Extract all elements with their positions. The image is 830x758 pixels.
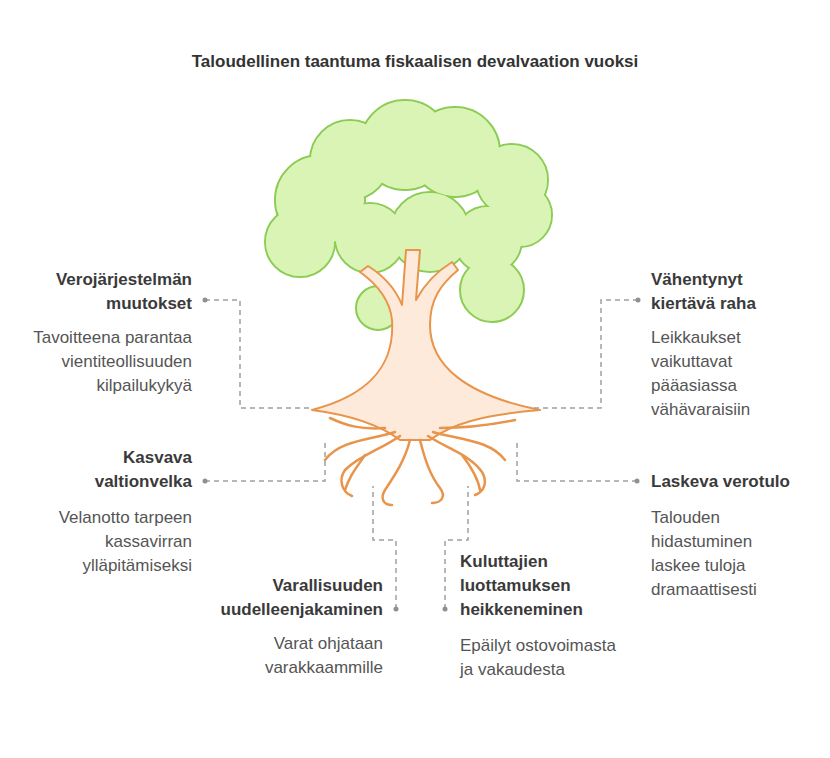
tree-trunk bbox=[312, 250, 540, 440]
callout-text: Leikkaukset vaikuttavat pääasiassa vähäv… bbox=[651, 326, 801, 422]
tree-roots bbox=[325, 418, 515, 505]
diagram-title: Taloudellinen taantuma fiskaalisen deval… bbox=[0, 50, 830, 74]
callout-text: Talouden hidastuminen laskee tuloja dram… bbox=[651, 506, 801, 602]
callout-heading: Kasvava valtionvelka bbox=[32, 446, 192, 494]
callout-heading: Vähentynyt kiertävä raha bbox=[651, 268, 801, 316]
callout-heading: Verojärjestelmän muutokset bbox=[27, 268, 192, 316]
leader-dots bbox=[203, 298, 641, 612]
callout-text: Velanotto tarpeen kassavirran ylläpitämi… bbox=[27, 506, 192, 578]
callout-text: Tavoitteena parantaa vientiteollisuuden … bbox=[27, 326, 192, 398]
callout-heading: Laskeva verotulo bbox=[651, 470, 801, 494]
callout-heading: Varallisuuden uudelleenjakaminen bbox=[198, 574, 383, 622]
callout-text: Epäilyt ostovoimasta ja vakaudesta bbox=[460, 634, 620, 682]
callout-text: Varat ohjataan varakkaammille bbox=[198, 632, 383, 680]
leader-lines bbox=[205, 300, 638, 609]
callout-heading: Kuluttajien luottamuksen heikkeneminen bbox=[460, 550, 620, 622]
